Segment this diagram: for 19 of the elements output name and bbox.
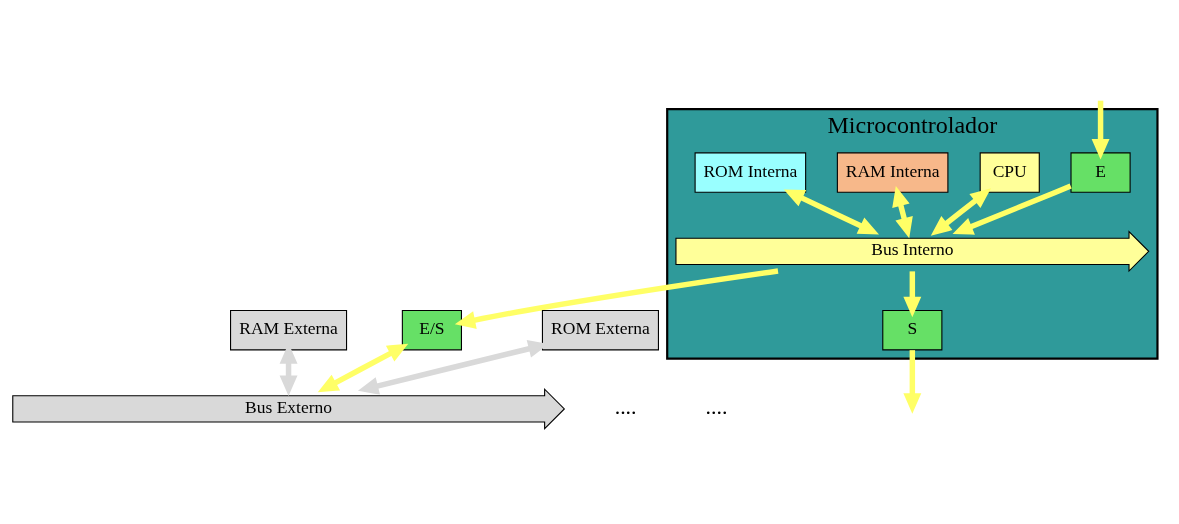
arrow (903, 349, 922, 414)
node-box: RAM Externa (230, 309, 348, 350)
node-box: S (882, 309, 943, 350)
label: .... (614, 394, 637, 419)
arrow (952, 183, 1072, 235)
arrow (930, 187, 992, 236)
node-box: ROM Interna (694, 151, 807, 193)
label: .... (705, 394, 728, 419)
node-box: ROM Externa (541, 309, 659, 350)
arrow (1091, 100, 1110, 159)
arrow (317, 343, 409, 392)
node-box: CPU (979, 151, 1040, 193)
node-box: E/S (401, 309, 462, 350)
node-box: RAM Interna (836, 151, 949, 193)
arrow (892, 185, 913, 238)
arrow (454, 267, 779, 329)
node-box: E (1070, 151, 1131, 193)
arrow (783, 188, 879, 234)
arrow (903, 270, 922, 317)
